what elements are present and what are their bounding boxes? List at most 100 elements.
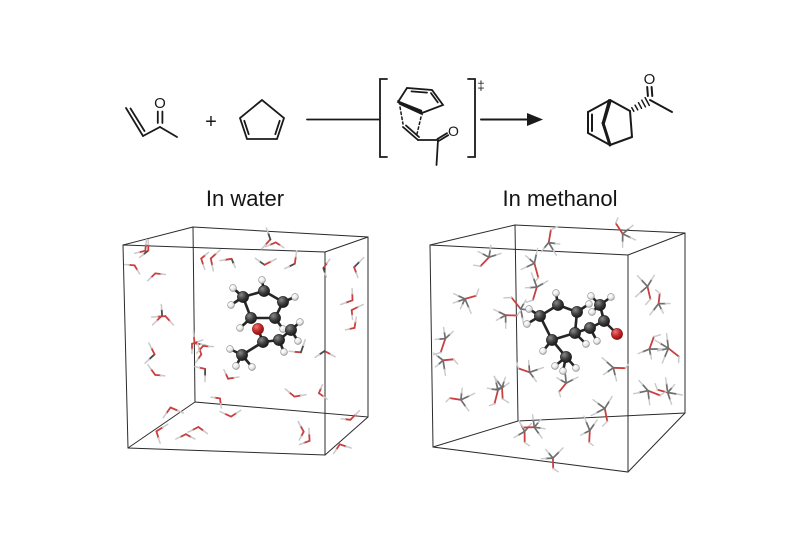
plus-sign: + [205,111,217,133]
panel-methanol [429,217,686,473]
bond-line [405,124,420,138]
cube-front-face [429,244,629,473]
double-dagger-symbol: ‡ [477,78,484,93]
bold-wedge [397,100,423,116]
mvk-structure [125,107,178,138]
carbon-atom [594,299,606,311]
water-panel-label: In water [205,186,285,211]
product-oxygen-label: O [644,71,656,88]
bond-line [629,110,633,138]
hydrogen-atom [291,293,299,301]
hydrogen-atom [551,362,559,370]
hydrogen-atom [525,305,533,313]
methanol-panel-label: In methanol [502,186,618,211]
hydrogen-atom [572,364,580,372]
product-structure [587,86,673,147]
hydrogen-atom [280,348,288,356]
hydrogen-atom [294,337,302,345]
hydrogen-atom [593,337,601,345]
hydrogen-atom [539,347,547,355]
bond-line [410,90,428,94]
bond-line [274,119,281,136]
hydrogen-atom [227,301,235,309]
bond-line [650,86,654,97]
forming-bond-dashed [399,106,404,125]
cube-back-face [192,226,369,418]
hydrogen-atom [559,367,567,375]
transition-state-structure [396,87,450,166]
oxygen-atom [252,323,264,335]
carbon-atom [273,334,285,346]
bridge-wedge [601,99,612,124]
carbon-atom [245,312,257,324]
hydrogen-atom [229,284,237,292]
bond-line [609,99,631,112]
hydrogen-atom [607,293,615,301]
hydrogen-atom [588,308,596,316]
solvent-molecules [123,227,365,455]
reaction-arrow [480,113,543,126]
hydrogen-atom [232,362,240,370]
oxygen-atom [611,328,623,340]
bond-line [243,119,250,136]
carbon-atom [258,285,270,297]
hydrogen-atom [258,276,266,284]
solvent-molecules [432,217,683,473]
hydrogen-atom [296,318,304,326]
bond-line [646,86,649,97]
panel-water [122,226,369,456]
ts-brackets [379,78,476,158]
cube-wireframe [122,226,369,456]
carbon-atom [257,336,269,348]
hydrogen-atom [226,345,234,353]
carbon-atom [237,291,249,303]
arrow-head [527,113,543,126]
carbon-atom [269,312,281,324]
hydrogen-atom [587,292,595,300]
bond-line [142,126,161,137]
carbon-atom [236,349,248,361]
carbon-atom [569,327,581,339]
carbon-atom [560,351,572,363]
solute-atoms [226,276,304,371]
bond-line [125,107,144,137]
carbon-atom [552,299,564,311]
mvk-oxygen-label: O [154,95,166,112]
solute-molecule [226,276,304,371]
bond-line [430,92,439,104]
hydrogen-atom [585,300,593,308]
hydrogen-atom [582,340,590,348]
carbon-atom [546,334,558,346]
bond-line [129,107,146,132]
bond-line [402,126,419,141]
carbon-atom [598,315,610,327]
bond-line [601,121,612,147]
bond-line [609,136,633,146]
carbon-atom [285,324,297,336]
carbon-atom [534,310,546,322]
solute-molecule [523,289,623,375]
solute-atoms [523,289,623,375]
bond-line [587,132,611,146]
forming-bond-dashed [416,116,422,135]
carbon-atom [277,296,289,308]
bond-line [435,139,439,166]
hashed-wedge [631,96,651,113]
bond-line [159,126,178,138]
bond-line [587,99,611,113]
left-bracket [379,78,388,158]
bond-line [437,134,450,142]
cyclopentadiene-structure [238,98,286,140]
hydrogen-atom [236,324,244,332]
hydrogen-atom [552,289,560,297]
cube-front-face [122,244,326,456]
bond-line [649,99,673,113]
carbon-atom [571,306,583,318]
ts-oxygen-label: O [448,123,459,139]
right-bracket [467,78,476,158]
carbon-atom [584,322,596,334]
bond-line [238,98,286,140]
